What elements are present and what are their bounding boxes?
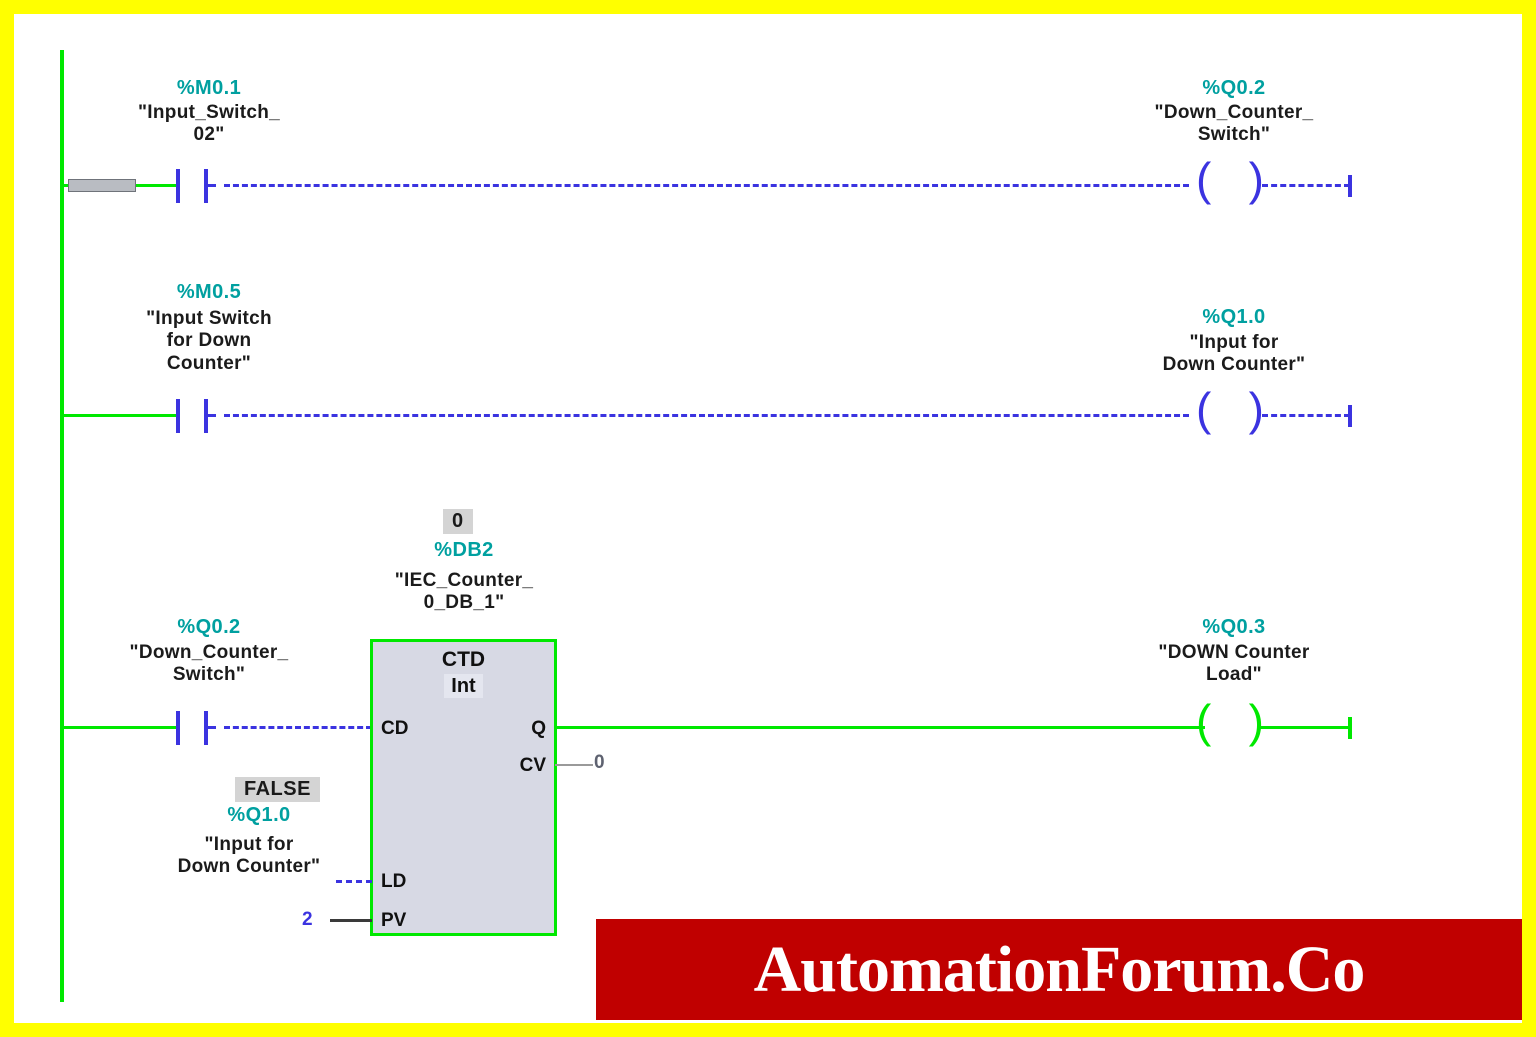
rung-2-wire-left bbox=[62, 414, 177, 417]
ladder-editor-canvas[interactable]: %M0.1 "Input_Switch_ 02" %Q0.2 "Down_Cou… bbox=[14, 14, 1522, 1023]
rung-2-coil-address: %Q1.0 bbox=[1202, 306, 1266, 328]
contact-bar-left bbox=[176, 711, 180, 745]
rung-3-contact-symbol: "Down_Counter_ Switch" bbox=[129, 642, 289, 686]
ld-input-value-badge: FALSE bbox=[235, 777, 320, 802]
coil-paren-right: ) bbox=[1248, 383, 1264, 435]
rung-1-output-coil[interactable]: ( ) bbox=[1196, 156, 1264, 207]
rung-3-contact-no[interactable] bbox=[176, 711, 216, 745]
coil-paren-left: ( bbox=[1196, 695, 1212, 747]
ctd-pin-cd[interactable]: CD bbox=[381, 718, 409, 739]
rung-3-q-output-wire bbox=[555, 726, 1205, 729]
contact-bar-left bbox=[176, 169, 180, 203]
counter-instance-value-badge: 0 bbox=[443, 509, 473, 534]
ctd-data-type: Int bbox=[373, 674, 554, 698]
counter-db-address: %DB2 bbox=[434, 539, 494, 561]
left-power-rail bbox=[60, 50, 64, 1002]
contact-output-stub bbox=[204, 184, 216, 187]
rung-3-output-coil[interactable]: ( ) bbox=[1196, 698, 1264, 749]
coil-paren-right: ) bbox=[1248, 153, 1264, 205]
ctd-instruction-name: CTD bbox=[441, 648, 486, 671]
rung-3-coil-symbol: "DOWN Counter Load" bbox=[1158, 642, 1310, 686]
rung-2-output-coil[interactable]: ( ) bbox=[1196, 386, 1264, 437]
rung-3-contact-address: %Q0.2 bbox=[177, 616, 241, 638]
rung-2-contact-no[interactable] bbox=[176, 399, 216, 433]
contact-bar-left bbox=[176, 399, 180, 433]
coil-paren-left: ( bbox=[1196, 383, 1212, 435]
rung-1-coil-address: %Q0.2 bbox=[1202, 77, 1266, 99]
rung-1-coil-tail bbox=[1262, 184, 1350, 187]
cv-output-wire bbox=[555, 764, 593, 766]
rung-3-end-tick bbox=[1348, 717, 1352, 739]
rung-1-end-tick bbox=[1348, 175, 1352, 197]
rung-1-coil-symbol: "Down_Counter_ Switch" bbox=[1154, 102, 1314, 146]
contact-output-stub bbox=[204, 414, 216, 417]
rung-3-dashed-to-cd bbox=[224, 726, 372, 729]
ld-input-symbol: "Input for Down Counter" bbox=[177, 834, 321, 878]
rung-1-selection-highlight[interactable] bbox=[68, 179, 136, 192]
cv-output-value: 0 bbox=[594, 752, 605, 773]
rung-3-wire-left bbox=[62, 726, 177, 729]
rung-1-dashed-conductor bbox=[224, 184, 1189, 187]
pv-input-value: 2 bbox=[302, 909, 313, 930]
ctd-data-type-text: Int bbox=[444, 674, 483, 698]
counter-db-symbol: "IEC_Counter_ 0_DB_1" bbox=[394, 570, 534, 614]
rung-2-end-tick bbox=[1348, 405, 1352, 427]
ctd-counter-block[interactable]: CTD Int CD LD PV Q CV bbox=[370, 639, 557, 936]
ctd-pin-pv[interactable]: PV bbox=[381, 910, 407, 931]
ld-input-dashed-wire bbox=[336, 880, 372, 883]
rung-3-coil-address: %Q0.3 bbox=[1202, 616, 1266, 638]
ctd-pin-cv[interactable]: CV bbox=[519, 755, 546, 776]
ld-input-address: %Q1.0 bbox=[227, 804, 291, 826]
rung-1-contact-symbol: "Input_Switch_ 02" bbox=[138, 102, 280, 146]
contact-output-stub bbox=[204, 726, 216, 729]
ctd-pin-q[interactable]: Q bbox=[531, 718, 546, 739]
pv-input-wire bbox=[330, 919, 372, 922]
coil-paren-right: ) bbox=[1248, 695, 1264, 747]
rung-2-contact-address: %M0.5 bbox=[176, 281, 242, 303]
ctd-pin-ld[interactable]: LD bbox=[381, 871, 407, 892]
rung-3-coil-tail bbox=[1260, 726, 1350, 729]
rung-2-coil-symbol: "Input for Down Counter" bbox=[1162, 332, 1306, 376]
rung-1-contact-no[interactable] bbox=[176, 169, 216, 203]
rung-2-coil-tail bbox=[1262, 414, 1350, 417]
watermark-banner: AutomationForum.Co bbox=[596, 919, 1522, 1020]
coil-paren-left: ( bbox=[1196, 153, 1212, 205]
watermark-text: AutomationForum.Co bbox=[753, 932, 1366, 1006]
rung-2-contact-symbol: "Input Switch for Down Counter" bbox=[146, 308, 272, 374]
rung-1-contact-address: %M0.1 bbox=[176, 77, 242, 99]
rung-2-dashed-conductor bbox=[224, 414, 1189, 417]
